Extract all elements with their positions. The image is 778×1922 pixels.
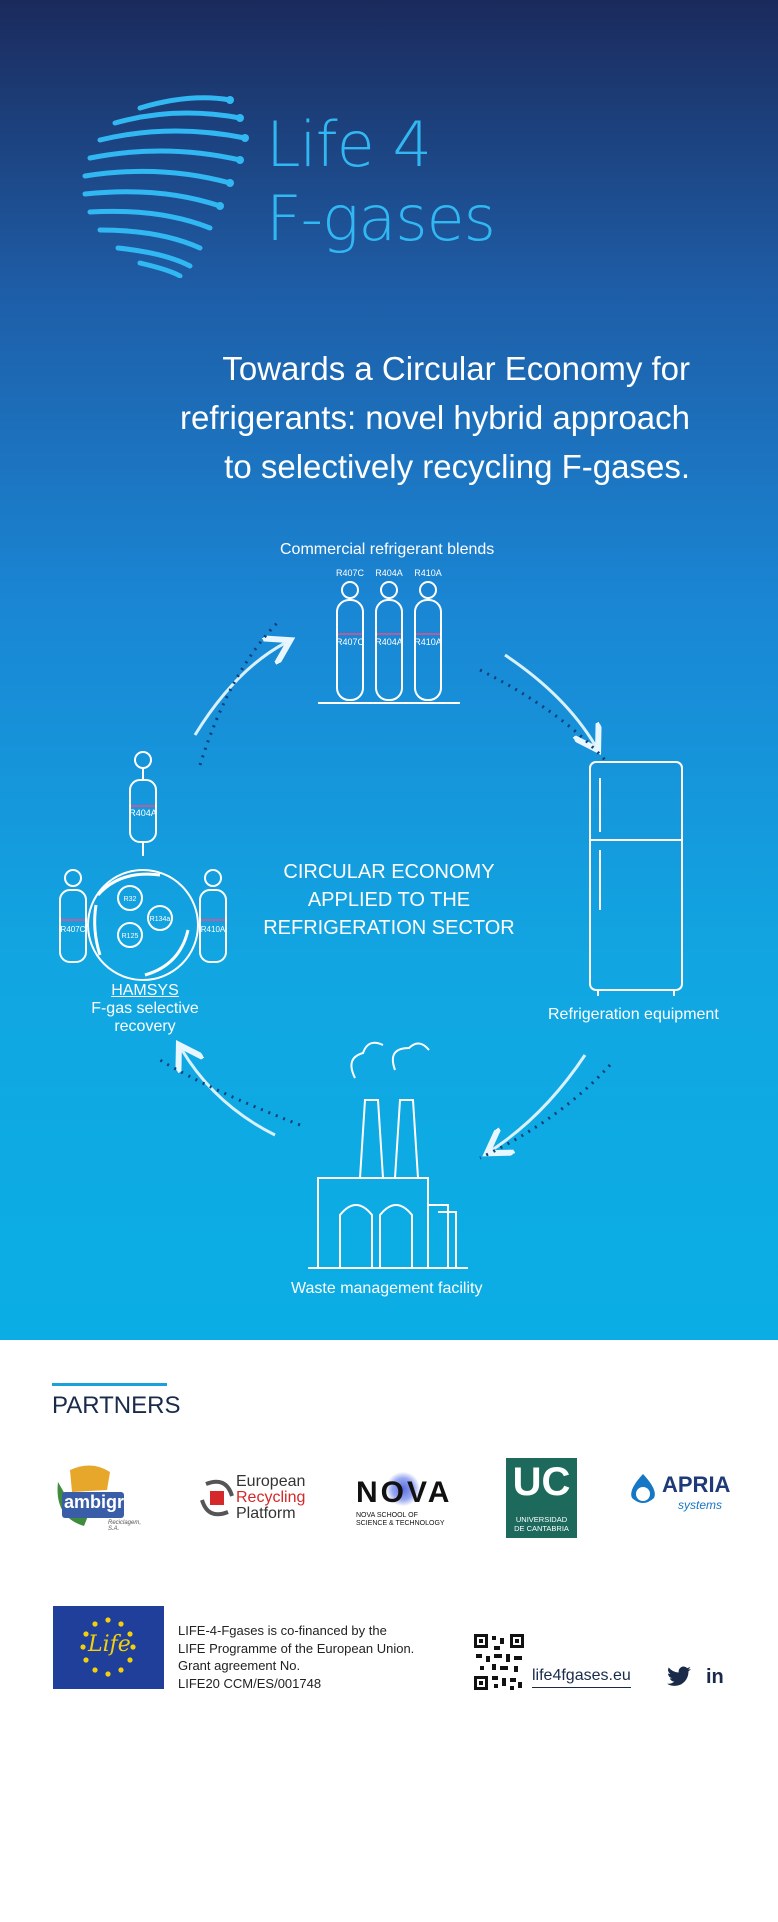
erp-line3: Platform [236, 1505, 296, 1522]
tagline: Towards a Circular Economy for refrigera… [70, 344, 690, 491]
funding-line: LIFE20 CCM/ES/001748 [178, 1675, 322, 1691]
hamsys-icon [59, 751, 227, 981]
cylinder-label-top: R407C [336, 568, 365, 578]
qr-code-icon[interactable] [474, 1634, 524, 1690]
cylinder-label: R407C [336, 637, 365, 647]
center-heading: CIRCULAR ECONOMY APPLIED TO THE REFRIGER… [239, 858, 539, 942]
apria-logo[interactable]: APRIA systems [626, 1470, 730, 1520]
center-line: APPLIED TO THE [307, 889, 471, 911]
hero-banner: Life 4 F-gases Towards a Circular Econom… [0, 0, 778, 1340]
logo-line-1: Life 4 [266, 108, 432, 181]
apria-subtext: systems [678, 1498, 723, 1512]
hamsys-left-label: R407C [61, 925, 86, 934]
cylinder-label-top: R404A [375, 568, 403, 578]
tagline-line: refrigerants: novel hybrid approach [180, 399, 690, 436]
ambigroup-wordmark: ambigroup [64, 1492, 157, 1512]
center-line: CIRCULAR ECONOMY [283, 861, 495, 883]
fridge-icon [589, 761, 683, 991]
ambigroup-subtext: Reciclagem, S.A. [108, 1520, 142, 1532]
arrow-top-left [193, 643, 285, 736]
partners-divider [52, 1383, 167, 1386]
logo-line-2: F-gases [266, 182, 496, 255]
center-line: REFRIGERATION SECTOR [263, 917, 515, 939]
label-refrigeration-equipment: Refrigeration equipment [548, 1006, 719, 1023]
hamsys-inner-label: R134a [150, 916, 171, 923]
linkedin-icon[interactable]: in [706, 1666, 724, 1688]
ambigroup-logo[interactable]: ambigroup Reciclagem, S.A. [52, 1462, 157, 1534]
life-wordmark: Life [88, 1632, 131, 1657]
apria-wordmark: APRIA [662, 1472, 731, 1497]
hamsys-link[interactable]: HAMSYS [111, 982, 179, 999]
cylinder-label-top: R410A [414, 568, 442, 578]
nova-wordmark: NOVA [356, 1476, 453, 1509]
tagline-line: Towards a Circular Economy for [222, 350, 690, 387]
erp-line1: European [236, 1473, 306, 1490]
hamsys-inner-label: R125 [122, 933, 139, 940]
circular-economy-diagram: R407C R404A R410A R407C R404A R410A R404… [59, 568, 683, 1269]
arrow-top-right [504, 653, 595, 745]
nova-logo[interactable]: NOVA NOVA SCHOOL OF SCIENCE & TECHNOLOGY [356, 1472, 460, 1532]
funding-notice: LIFE-4-Fgases is co-financed by the LIFE… [178, 1622, 414, 1692]
logo-wordmark: Life 4 F-gases [266, 108, 496, 256]
nova-glow-icon [386, 1472, 420, 1506]
funding-line: Grant agreement No. [178, 1658, 301, 1673]
erp-line2: Recycling [236, 1489, 306, 1506]
label-fgas-recovery: F-gas selective recovery [91, 1000, 199, 1035]
uc-subtext: DE CANTABRIA [514, 1524, 569, 1533]
eu-life-logo[interactable]: Life [53, 1606, 164, 1689]
uc-wordmark: UC [512, 1460, 571, 1504]
logo-swirl-icon [82, 95, 249, 278]
nova-subtext: NOVA SCHOOL OF [356, 1512, 418, 1519]
tagline-line: to selectively recycling F-gases. [224, 448, 690, 485]
erp-logo[interactable]: European Recycling Platform [198, 1474, 318, 1526]
twitter-icon[interactable] [666, 1666, 692, 1688]
partners-heading: PARTNERS [52, 1392, 181, 1419]
cylinder-label: R410A [414, 637, 442, 647]
uc-subtext: UNIVERSIDAD [515, 1515, 568, 1524]
factory-icon [308, 1041, 468, 1269]
hamsys-inner-label: R32 [124, 896, 137, 903]
hamsys-top-label: R404A [129, 808, 157, 818]
uc-logo[interactable]: UC UNIVERSIDAD DE CANTABRIA [506, 1458, 577, 1538]
funding-line: LIFE-4-Fgases is co-financed by the [178, 1623, 387, 1638]
arrow-bottom-right [492, 1054, 587, 1150]
cylinder-label: R404A [375, 637, 403, 647]
hamsys-block: HAMSYS F-gas selective recovery [60, 982, 230, 1036]
funding-line: LIFE Programme of the European Union. [178, 1640, 415, 1656]
website-link[interactable]: life4fgases.eu [532, 1667, 631, 1688]
label-commercial-blends: Commercial refrigerant blends [280, 541, 495, 558]
hamsys-right-label: R410A [201, 925, 226, 934]
label-waste-facility: Waste management facility [291, 1280, 483, 1297]
nova-subtext: SCIENCE & TECHNOLOGY [356, 1520, 445, 1527]
arrow-bottom-left [182, 1050, 276, 1137]
